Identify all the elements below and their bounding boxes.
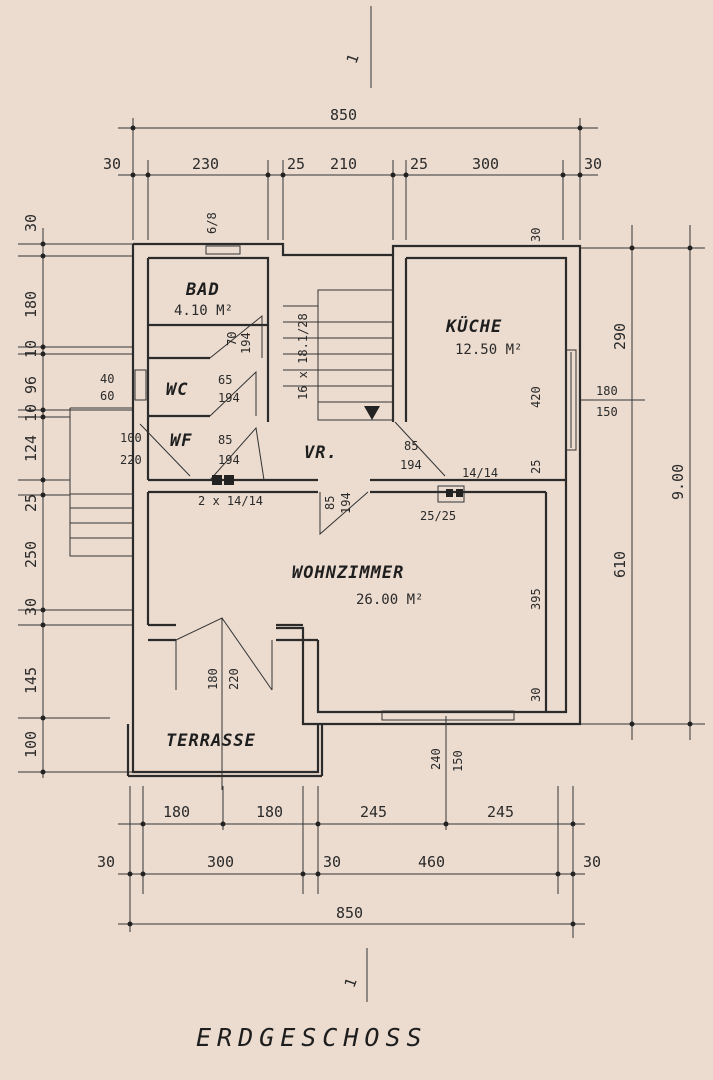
room-wf-name: WF xyxy=(170,431,192,451)
left-dim-7: 25 xyxy=(22,494,40,512)
door-wf-label: 85 xyxy=(218,433,232,447)
bottom-dim-r1-1: 180 xyxy=(163,803,190,821)
drawing-title: ERDGESCHOSS xyxy=(196,1023,428,1052)
kueche-window-width: 180 xyxy=(596,384,618,398)
room-vr-name: VR. xyxy=(304,443,338,463)
wc-window-height: 60 xyxy=(100,389,114,403)
room-kueche-name: KÜCHE xyxy=(445,315,502,337)
exterior-stair xyxy=(69,407,133,557)
bottom-dimensions: 180 180 245 245 30 300 30 460 30 850 xyxy=(97,786,601,938)
walls xyxy=(126,242,582,778)
stair-label: 16 x 18.1/28 xyxy=(296,313,310,400)
terrace-door-height: 220 xyxy=(227,668,241,690)
top-dim-seg-7: 30 xyxy=(584,155,602,173)
room-wohnzimmer-name: WOHNZIMMER xyxy=(292,563,404,583)
left-dim-5: 10 xyxy=(22,404,40,422)
room-kueche-area: 12.50 M² xyxy=(455,342,522,358)
section-mark-top: 1 xyxy=(343,51,363,66)
bottom-dim-r2-5: 30 xyxy=(583,853,601,871)
door-wf-height: 194 xyxy=(218,453,240,467)
top-dim-seg-4: 210 xyxy=(330,155,357,173)
room-bad-area: 4.10 M² xyxy=(174,303,233,319)
right-dim-kueche: 290 xyxy=(611,323,629,350)
bottom-dim-r2-2: 300 xyxy=(207,853,234,871)
chimneys xyxy=(212,475,465,503)
room-wc-name: WC xyxy=(166,380,188,400)
top-dim-seg-1: 30 xyxy=(103,155,121,173)
right-dim-wohnzimmer: 610 xyxy=(611,551,629,578)
chimney-mid-label: 2 x 14/14 xyxy=(198,494,263,508)
left-dim-9: 30 xyxy=(22,598,40,616)
wc-window-width: 40 xyxy=(100,372,114,386)
doors xyxy=(139,314,446,790)
left-dimensions: 30 180 10 96 10 124 25 250 30 145 100 xyxy=(18,214,133,778)
door-wc-height: 194 xyxy=(218,391,240,405)
right-dimensions: 290 610 9.00 xyxy=(580,225,705,740)
top-dim-seg-6: 300 xyxy=(472,155,499,173)
kueche-top-label: 30 xyxy=(529,228,543,242)
door-bad-height: 194 xyxy=(239,332,253,354)
chimney-wz-label: 25/25 xyxy=(420,509,456,523)
door-vr-label: 85 xyxy=(404,439,418,453)
room-wohnzimmer-area: 26.00 M² xyxy=(356,592,423,608)
door-vr-height: 194 xyxy=(400,458,422,472)
door-wz-label: 85 xyxy=(323,496,337,510)
section-mark-bottom: 1 xyxy=(341,975,361,990)
wf-window-height: 220 xyxy=(120,453,142,467)
terrace-door-width: 180 xyxy=(206,668,220,690)
windows xyxy=(134,245,577,721)
interior-stair: 16 x 18.1/28 xyxy=(283,289,394,421)
room-terrasse-name: TERRASSE xyxy=(166,731,256,751)
bottom-dim-r1-3: 245 xyxy=(360,803,387,821)
left-dim-3: 10 xyxy=(22,340,40,358)
door-wc-label: 65 xyxy=(218,373,232,387)
left-dim-11: 100 xyxy=(22,731,40,758)
bottom-dim-r2-3: 30 xyxy=(323,853,341,871)
left-dim-8: 250 xyxy=(22,541,40,568)
door-wz-height: 194 xyxy=(339,492,353,514)
bottom-dim-r1-2: 180 xyxy=(256,803,283,821)
kueche-low-label: 25 xyxy=(529,460,543,474)
left-dim-1: 30 xyxy=(22,214,40,232)
bottom-dim-overall: 850 xyxy=(336,904,363,922)
left-dim-2: 180 xyxy=(22,291,40,318)
wz-window-width: 240 xyxy=(429,748,443,770)
stair-arrow-icon xyxy=(364,406,380,420)
chimney-top-label: 6/8 xyxy=(205,212,219,234)
door-bad-label: 70 xyxy=(225,332,239,346)
wz-height-label: 395 xyxy=(529,588,543,610)
top-dim-seg-5: 25 xyxy=(410,155,428,173)
top-dim-seg-3: 25 xyxy=(287,155,305,173)
top-dimensions: 850 30 230 25 210 25 300 30 xyxy=(103,106,602,240)
bottom-dim-r1-4: 245 xyxy=(487,803,514,821)
kueche-height-label: 420 xyxy=(529,386,543,408)
wz-window-height: 150 xyxy=(451,750,465,772)
duct-kueche-label: 14/14 xyxy=(462,466,498,480)
left-dim-6: 124 xyxy=(22,435,40,462)
room-bad-name: BAD xyxy=(185,280,220,300)
left-dim-10: 145 xyxy=(22,667,40,694)
wz-low-label: 30 xyxy=(529,688,543,702)
kueche-window-height: 150 xyxy=(596,405,618,419)
bottom-dim-r2-4: 460 xyxy=(418,853,445,871)
left-dim-4: 96 xyxy=(22,376,40,394)
wf-window-width: 100 xyxy=(120,431,142,445)
right-dim-overall: 9.00 xyxy=(669,464,687,500)
bottom-dim-r2-1: 30 xyxy=(97,853,115,871)
top-dim-seg-2: 230 xyxy=(192,155,219,173)
top-dim-overall: 850 xyxy=(330,106,357,124)
